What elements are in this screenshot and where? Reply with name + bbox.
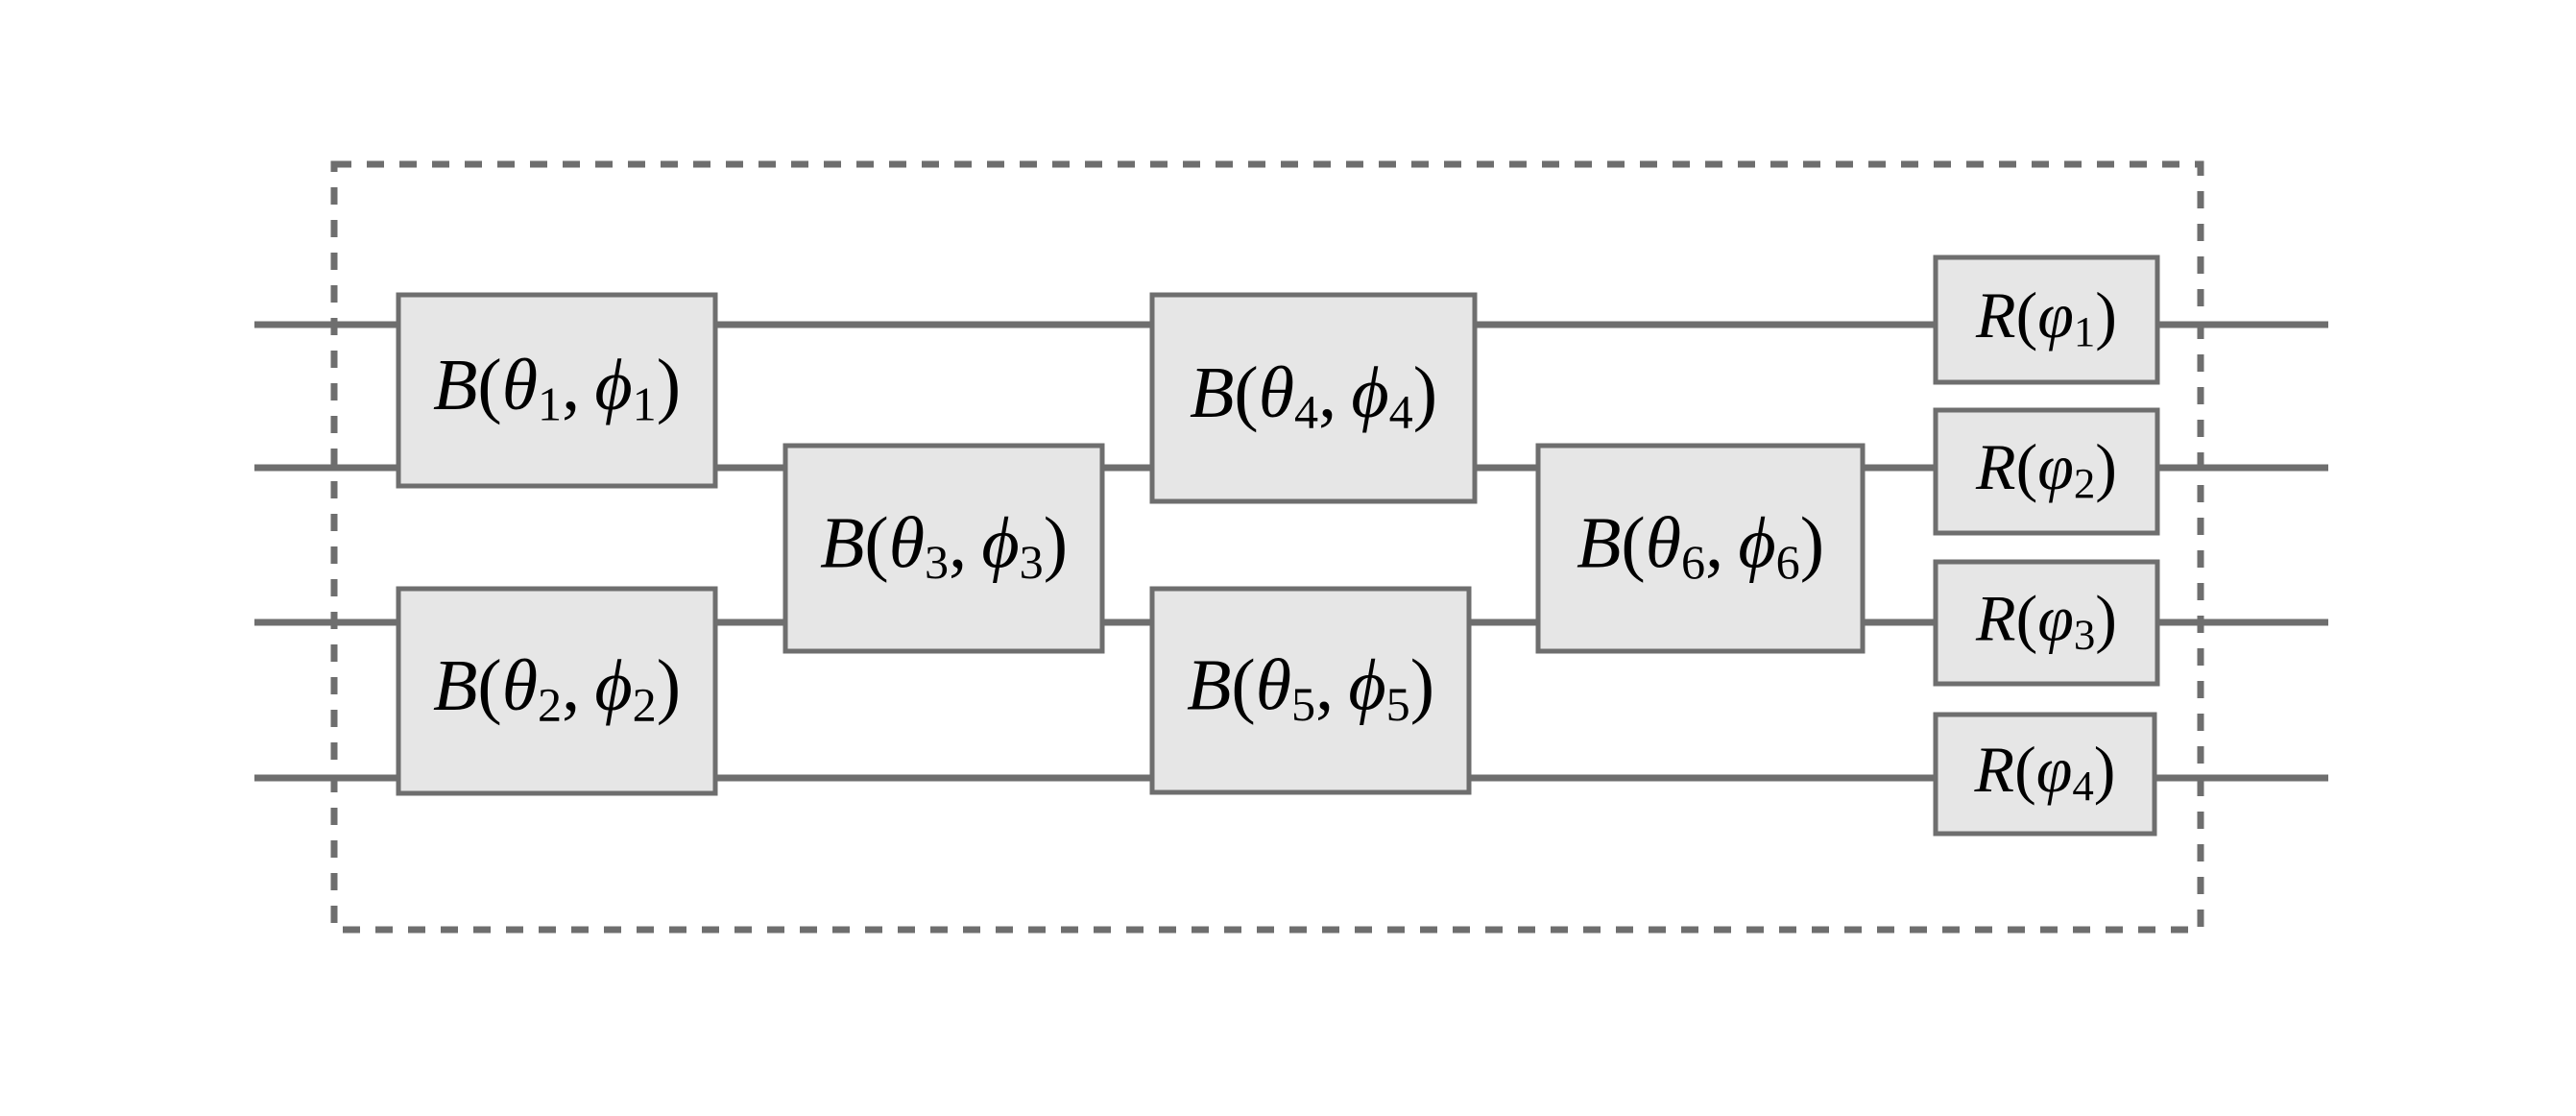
gate-beamsplitter-1[interactable]: B(θ1, ϕ1) xyxy=(396,292,718,489)
gate-box-beamsplitter-5[interactable] xyxy=(1149,586,1472,795)
gate-phase-shifter-2[interactable]: R(φ2) xyxy=(1933,407,2160,536)
gate-label-beamsplitter-2: B(θ2, ϕ2) xyxy=(433,645,681,731)
gate-box-beamsplitter-1[interactable] xyxy=(396,292,718,489)
gate-label-beamsplitter-3: B(θ3, ϕ3) xyxy=(820,503,1068,589)
gate-label-beamsplitter-5: B(θ5, ϕ5) xyxy=(1187,645,1434,731)
gate-beamsplitter-2[interactable]: B(θ2, ϕ2) xyxy=(396,586,718,796)
unitary-boundary-box xyxy=(330,160,2204,934)
gate-box-phase-shifter-2[interactable] xyxy=(1933,407,2160,536)
gate-label-beamsplitter-6: B(θ6, ϕ6) xyxy=(1577,503,1824,589)
gate-box-beamsplitter-6[interactable] xyxy=(1535,443,1866,654)
gate-label-phase-shifter-4: R(φ4) xyxy=(1974,733,2116,811)
gate-label-beamsplitter-4: B(θ4, ϕ4) xyxy=(1190,352,1437,438)
gate-box-phase-shifter-1[interactable] xyxy=(1933,255,2160,385)
gate-box-phase-shifter-3[interactable] xyxy=(1933,559,2160,687)
gate-beamsplitter-3[interactable]: B(θ3, ϕ3) xyxy=(782,443,1105,654)
gate-box-beamsplitter-4[interactable] xyxy=(1149,292,1478,504)
gates-group: B(θ1, ϕ1) B(θ2, ϕ2) B(θ3, ϕ3) B(θ4, ϕ4) B(θ5… xyxy=(396,255,2160,837)
gate-label-phase-shifter-3: R(φ3) xyxy=(1975,581,2117,659)
gate-beamsplitter-4[interactable]: B(θ4, ϕ4) xyxy=(1149,292,1478,504)
gate-label-phase-shifter-2: R(φ2) xyxy=(1975,430,2117,508)
gate-phase-shifter-3[interactable]: R(φ3) xyxy=(1933,559,2160,687)
gate-phase-shifter-1[interactable]: R(φ1) xyxy=(1933,255,2160,385)
gate-box-phase-shifter-4[interactable] xyxy=(1933,712,2157,837)
gate-phase-shifter-4[interactable]: R(φ4) xyxy=(1933,712,2157,837)
gate-beamsplitter-5[interactable]: B(θ5, ϕ5) xyxy=(1149,586,1472,795)
gate-box-beamsplitter-2[interactable] xyxy=(396,586,718,796)
gate-label-phase-shifter-1: R(φ1) xyxy=(1975,279,2117,356)
gate-box-beamsplitter-3[interactable] xyxy=(782,443,1105,654)
unitary-boundary-group xyxy=(330,160,2204,934)
gate-label-beamsplitter-1: B(θ1, ϕ1) xyxy=(433,345,681,430)
gate-beamsplitter-6[interactable]: B(θ6, ϕ6) xyxy=(1535,443,1866,654)
